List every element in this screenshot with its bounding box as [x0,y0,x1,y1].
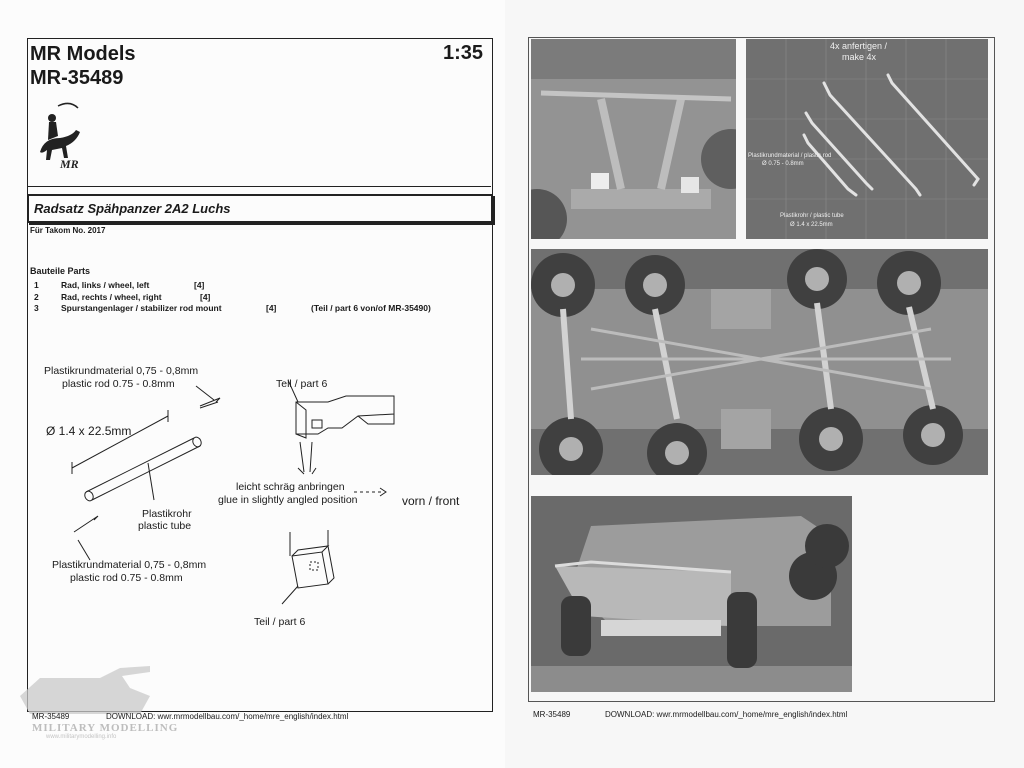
page-frame [27,38,493,712]
rod-bottom-label-en: plastic rod 0.75 - 0.8mm [70,572,183,584]
parts-heading: Bauteile Parts [30,266,91,276]
photo-tube-size: Ø 1.4 x 22.5mm [790,222,833,228]
watermark-title: MILITARY MODELLING [32,722,179,734]
part6-lower-drawing [291,545,335,589]
instruction-page-left [0,0,505,768]
scale-label: 1:35 [443,42,484,64]
photo-underside-closeup [531,39,736,239]
parts-list-item: 2 Rad, rechts / wheel, right [34,292,162,302]
tube-label-de: Plastikrohr [142,508,192,520]
part6-label-bottom: Teil / part 6 [254,616,306,628]
part-name: Spurstangenlager / stabilizer rod mount [61,303,222,313]
photo-note-de: 4x anfertigen / [830,41,888,51]
brand-header: MR Models MR-35489 [30,42,136,90]
parts-list-item: 3 Spurstangenlager / stabilizer rod mount [34,303,222,313]
watermark-url: www.militarymodelling.info [46,734,117,740]
product-code: MR-35489 [30,67,124,89]
photo-chassis-underside [531,249,988,475]
part6-upper-drawing [295,395,395,439]
part-name: Rad, rechts / wheel, right [61,292,162,302]
part-quantity: [4] [200,292,211,302]
title-box [27,194,493,223]
parts-list-item: 1 Rad, links / wheel, left [34,280,149,290]
photo-rod-parts: 4x anfertigen / make 4x Plastikrundmater… [746,39,988,239]
photo-front-view [531,496,852,692]
footer-download: DOWNLOAD: wwr.mrmodellbau.com/_home/mre_… [106,712,349,721]
plastic-rod-top [199,397,221,407]
header-divider [27,186,491,187]
photo-rod-size: Ø 0.75 - 0.8mm [762,161,804,167]
footer-code-right: MR-35489 [533,710,571,719]
watermark: MILITARY MODELLING www.militarymodelling… [10,648,177,740]
part-number: 1 [34,280,39,290]
kit-reference: Für Takom No. 2017 [30,226,106,235]
horse-rider-logo-icon: MR [40,102,80,171]
logo-text: MR [59,157,79,171]
brand-logo: MR [30,100,110,180]
assembly-diagram [71,379,395,605]
page-title: Radsatz Spähpanzer 2A2 Luchs [34,201,231,216]
angle-note-de: leicht schräg anbringen [236,481,345,493]
brand-name: MR Models [30,43,136,65]
plastic-rod-bottom [73,515,99,533]
footer-code: MR-35489 [32,712,70,721]
tube-label-en: plastic tube [138,520,192,532]
footer-download-right: DOWNLOAD: wwr.mrmodellbau.com/_home/mre_… [605,710,848,719]
plastic-tube [84,436,202,502]
part-number: 3 [34,303,39,313]
part-quantity: [4] [194,280,205,290]
photo-note-en: make 4x [842,52,877,62]
photo-rod-label: Plastikrundmaterial / plastic rod [748,153,832,159]
front-direction-label: vorn / front [402,494,460,508]
part-source-note: (Teil / part 6 von/of MR-35490) [311,303,431,313]
angle-note-en: glue in slightly angled position [218,494,358,506]
tube-dimension-line [71,415,169,469]
rod-bottom-label-de: Plastikrundmaterial 0,75 - 0,8mm [52,559,207,571]
photo-tube-label: Plastikrohr / plastic tube [780,213,844,219]
part-name: Rad, links / wheel, left [61,280,150,290]
part-quantity: [4] [266,303,277,313]
page-frame [528,37,995,702]
tank-silhouette-icon [20,666,150,714]
tube-dimension-label: Ø 1.4 x 22.5mm [46,424,132,438]
rod-top-label-de: Plastikrundmaterial 0,75 - 0,8mm [44,365,199,377]
rod-top-label-en: plastic rod 0.75 - 0.8mm [62,378,175,390]
part6-label-top: Teil / part 6 [276,378,328,390]
part-number: 2 [34,292,39,302]
